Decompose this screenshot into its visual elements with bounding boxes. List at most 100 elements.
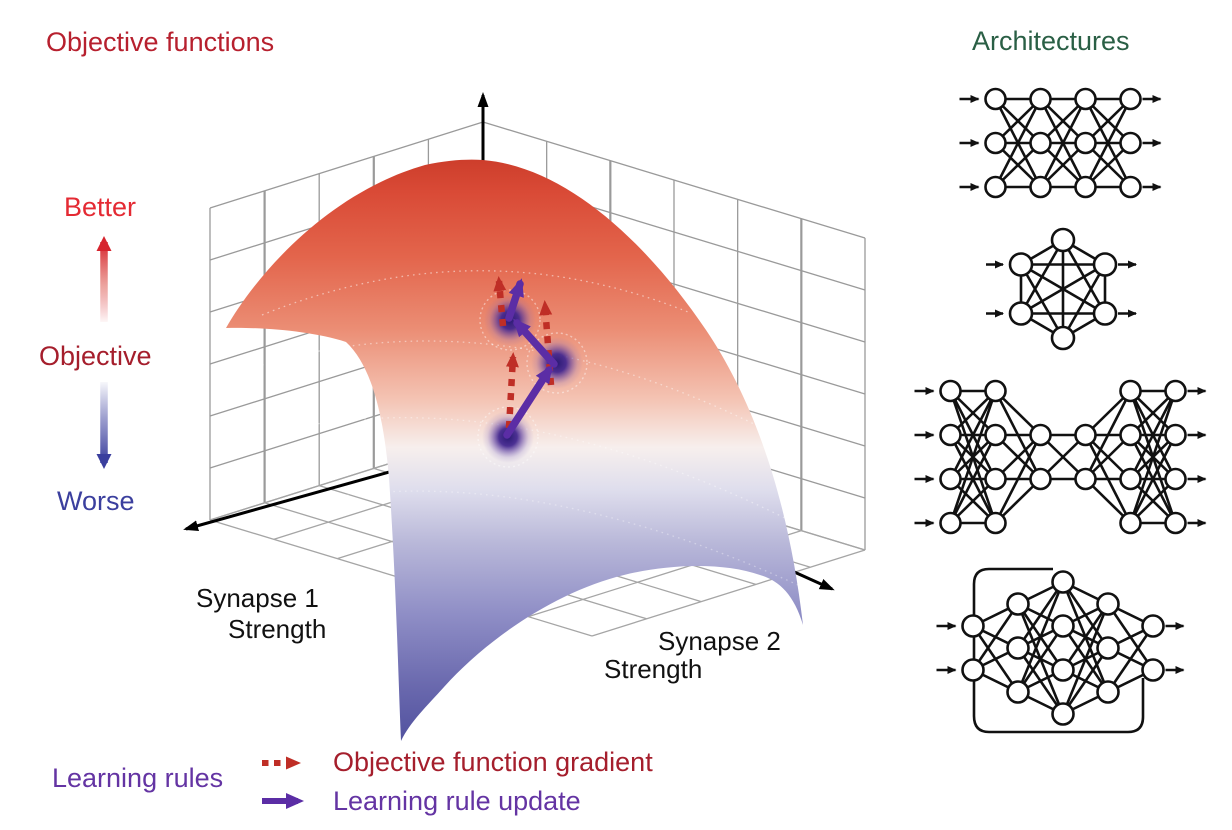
network-node — [1164, 467, 1187, 491]
network-edge — [994, 98, 1042, 188]
network-node — [1119, 131, 1142, 155]
architecture-recurrent-all-to-all-network — [986, 227, 1137, 351]
trajectory-dot-halo — [526, 332, 588, 394]
network-node — [1092, 301, 1118, 326]
network-node — [1119, 87, 1142, 111]
network-node — [1119, 175, 1142, 199]
network-node — [1141, 658, 1165, 682]
network-node — [984, 423, 1007, 447]
network-edge — [1019, 263, 1065, 339]
network-node — [1074, 423, 1097, 447]
network-edge — [949, 390, 997, 524]
network-node — [1006, 680, 1030, 704]
better-label: Better — [64, 192, 137, 222]
objective-label: Objective — [39, 341, 152, 371]
learning-rule-update-arrow — [505, 278, 524, 322]
network-node — [1051, 658, 1075, 682]
network-node — [1119, 379, 1142, 403]
worse-label: Worse — [57, 486, 135, 516]
network-node — [1029, 87, 1052, 111]
network-node — [984, 511, 1007, 535]
network-edge — [1016, 581, 1065, 693]
network-node — [1029, 467, 1052, 491]
network-node — [939, 423, 962, 447]
network-node — [1164, 379, 1187, 403]
network-node — [1119, 467, 1142, 491]
legend-update-label: Learning rule update — [333, 786, 581, 816]
surface-contour-lines — [239, 270, 799, 586]
network-node — [939, 467, 962, 491]
network-edge — [1106, 625, 1155, 693]
network-node — [1164, 423, 1187, 447]
network-node — [1051, 570, 1075, 594]
network-node — [961, 614, 985, 638]
architecture-recurrent-loop-network — [936, 567, 1185, 734]
learning-rules-title: Learning rules — [52, 763, 224, 793]
network-edge — [1016, 625, 1065, 693]
network-node — [1029, 175, 1052, 199]
network-edge — [1084, 390, 1132, 480]
network-edge — [1020, 263, 1106, 315]
objective-gradient-arrow — [505, 352, 519, 429]
network-edge — [1061, 647, 1110, 715]
network-edge — [1084, 98, 1132, 188]
network-node — [1006, 636, 1030, 660]
network-node — [1141, 614, 1165, 638]
network-edge — [994, 434, 1042, 524]
synapse1-axis-label-line1: Synapse 1 — [196, 583, 319, 613]
network-node — [961, 658, 985, 682]
legend-arrows — [262, 756, 304, 809]
synapse2-axis-label-line1: Synapse 2 — [658, 626, 781, 656]
network-node — [984, 379, 1007, 403]
network-edge — [1129, 434, 1177, 524]
network-node — [1051, 702, 1075, 726]
network-node — [1029, 131, 1052, 155]
network-node — [984, 467, 1007, 491]
network-edge — [1061, 603, 1110, 671]
network-edge — [949, 434, 997, 524]
network-node — [1050, 227, 1076, 253]
network-node — [1164, 511, 1187, 535]
network-edge — [1039, 98, 1087, 188]
network-node — [1008, 252, 1034, 277]
network-edge — [949, 390, 997, 480]
network-node — [1096, 592, 1120, 616]
network-node — [984, 131, 1007, 155]
network-node — [1008, 301, 1034, 326]
network-node — [939, 511, 962, 535]
network-edge — [1129, 390, 1177, 524]
network-edge — [971, 603, 1020, 671]
network-node — [1119, 423, 1142, 447]
network-node — [1029, 423, 1052, 447]
network-node — [1096, 680, 1120, 704]
network-node — [1074, 175, 1097, 199]
learning-rule-update-arrow — [503, 364, 553, 439]
network-node — [1051, 614, 1075, 638]
synapse1-axis-label-line2: Strength — [228, 614, 327, 644]
network-edge — [1129, 390, 1177, 480]
architecture-bottleneck-autoencoder-network — [914, 379, 1207, 535]
legend-gradient-label: Objective function gradient — [333, 747, 653, 777]
network-node — [1006, 592, 1030, 616]
network-node — [1096, 636, 1120, 660]
network-edge — [1061, 603, 1110, 715]
architectures-title: Architectures — [972, 26, 1130, 56]
network-node — [1074, 131, 1097, 155]
architecture-feedforward-network — [959, 87, 1162, 199]
network-node — [1119, 511, 1142, 535]
synapse2-axis-label-line2: Strength — [604, 654, 703, 684]
network-node — [939, 379, 962, 403]
recurrent-loop-wire — [972, 567, 1145, 734]
network-node — [984, 87, 1007, 111]
learning-trajectory — [477, 276, 588, 468]
network-node — [1050, 325, 1076, 351]
architecture-diagrams — [914, 87, 1207, 734]
network-node — [1092, 252, 1118, 277]
network-node — [984, 175, 1007, 199]
network-node — [1074, 87, 1097, 111]
learning-rule-update-arrow — [512, 318, 558, 368]
objective-functions-title: Objective functions — [46, 27, 275, 57]
network-edge — [1016, 581, 1065, 649]
